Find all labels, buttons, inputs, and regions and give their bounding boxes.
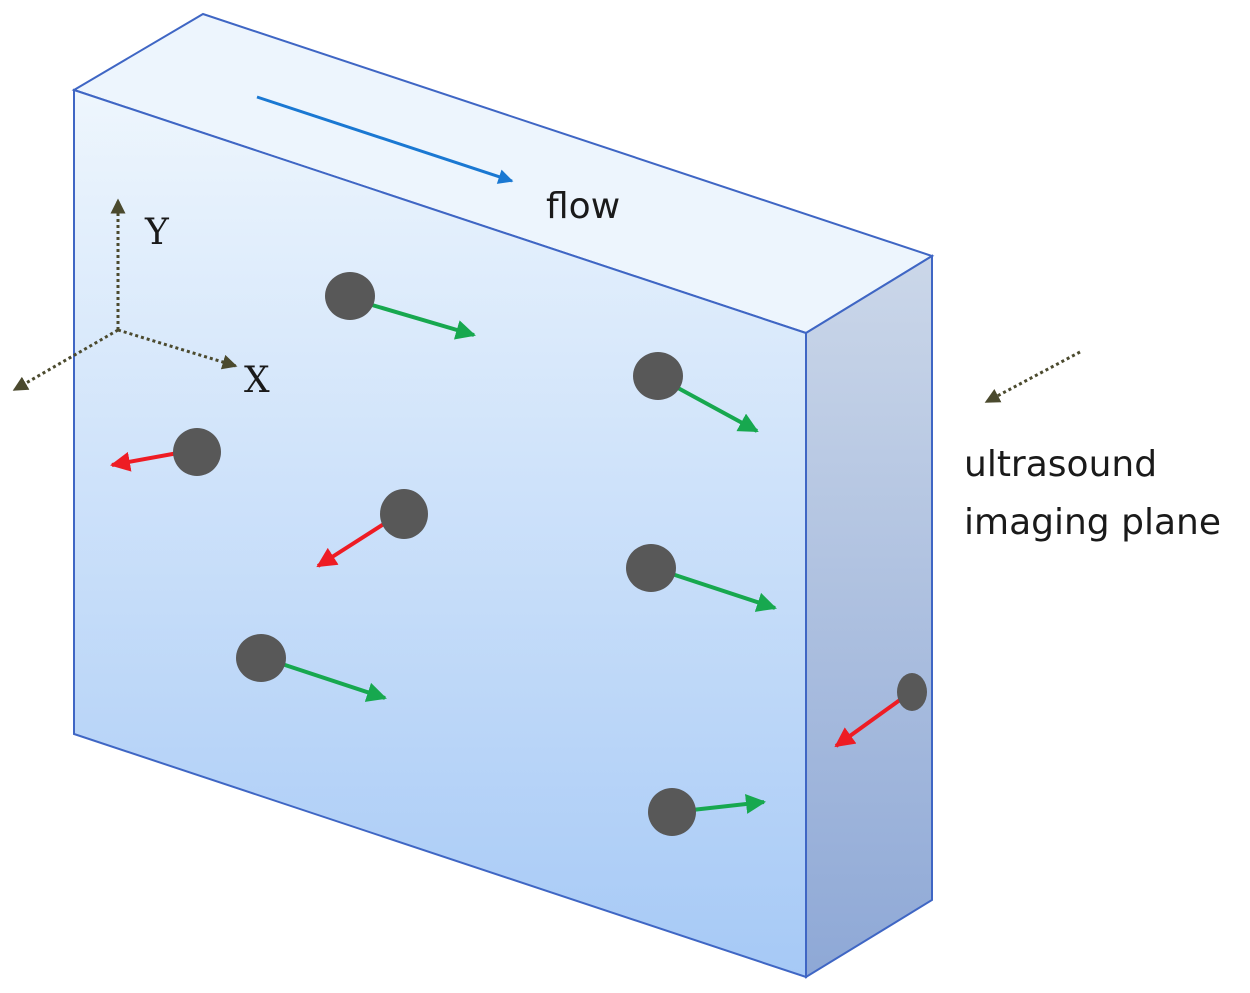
particle-dot bbox=[236, 634, 286, 682]
flow-arrow bbox=[256, 95, 514, 184]
particle-5 bbox=[626, 544, 777, 612]
imaging-plane-arrow bbox=[984, 350, 1081, 404]
particle-dot bbox=[380, 489, 428, 539]
axis-triad bbox=[12, 198, 238, 392]
in-plane-vector bbox=[671, 572, 777, 612]
particle-2 bbox=[633, 352, 759, 433]
out-of-plane-vector bbox=[110, 451, 179, 472]
in-plane-vector bbox=[691, 794, 766, 814]
x-axis-arrow bbox=[117, 328, 238, 370]
particle-dot bbox=[648, 788, 696, 836]
y-axis-label: Y bbox=[144, 212, 170, 253]
particle-dot bbox=[325, 272, 375, 320]
flow-label: flow bbox=[546, 186, 620, 227]
particle-3 bbox=[110, 428, 221, 476]
particle-6 bbox=[236, 634, 387, 702]
imaging-plane-label-line1: ultrasound bbox=[964, 444, 1157, 485]
imaging-plane-label-line2: imaging plane bbox=[964, 502, 1221, 543]
particle-dot bbox=[633, 352, 683, 400]
particle-dot bbox=[173, 428, 221, 476]
in-plane-vector bbox=[371, 303, 476, 340]
out-of-plane-vector bbox=[834, 695, 906, 748]
particle-dot bbox=[897, 673, 927, 711]
box-side-face bbox=[805, 254, 933, 979]
z-axis-arrow bbox=[12, 328, 119, 392]
in-plane-vector bbox=[281, 662, 387, 702]
particle-dot bbox=[626, 544, 676, 592]
x-axis-label: X bbox=[244, 360, 270, 401]
particle-8 bbox=[834, 673, 927, 748]
particle-4 bbox=[316, 489, 428, 568]
in-plane-vector bbox=[677, 386, 759, 433]
out-of-plane-vector bbox=[316, 518, 392, 568]
particle-7 bbox=[648, 788, 766, 836]
particle-1 bbox=[325, 272, 476, 340]
